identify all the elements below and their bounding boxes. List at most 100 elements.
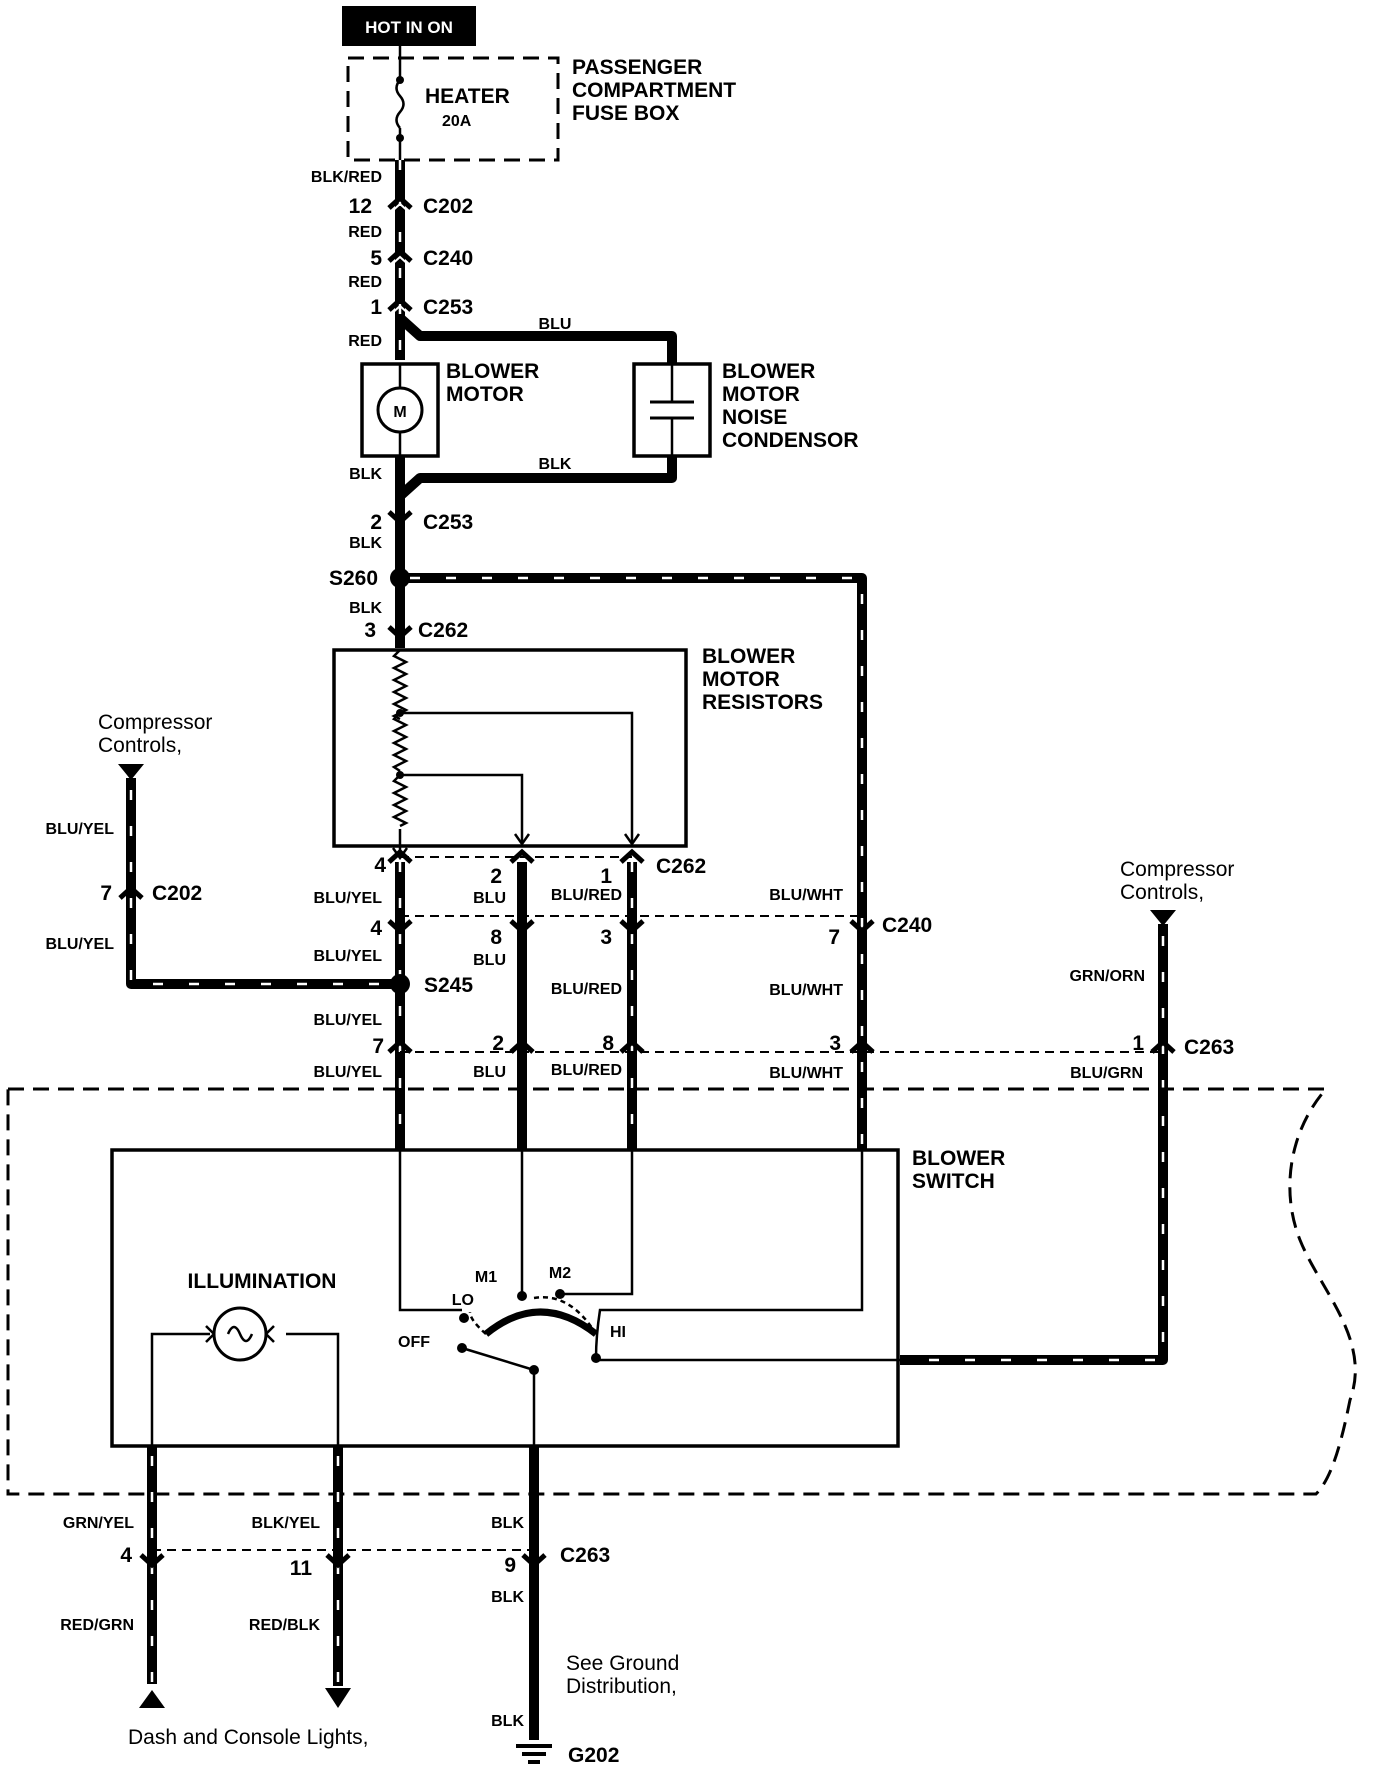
pin-c263-11: 11: [290, 1557, 313, 1580]
blower-motor-resistors-box: [332, 648, 688, 848]
pin-c263-3: 3: [829, 1032, 841, 1055]
wire-label-blu-red-1: BLU/RED: [551, 887, 622, 904]
fuse-name: HEATER: [425, 85, 510, 108]
blower-switch-box: [110, 1148, 900, 1448]
pin-c263-9: 9: [504, 1554, 516, 1577]
arrow-down-icon: [1150, 910, 1176, 926]
wire-label-grn-yel: GRN/YEL: [63, 1515, 134, 1532]
resistor-network-icon: [391, 649, 641, 861]
wire-label-blk-3: BLK: [349, 600, 382, 617]
connector-label-c253-out: C253: [423, 511, 473, 534]
wire-grn-orn-right: [900, 924, 1168, 1365]
wire-label-blu-yel-left-1: BLU/YEL: [46, 821, 115, 838]
connector-label-c240-lower: C240: [882, 914, 932, 937]
connector-label-c263-upper: C263: [1184, 1036, 1234, 1059]
blower-switch-label-1: BLOWER: [912, 1147, 1005, 1170]
pin-c262-1: 1: [600, 865, 612, 888]
connector-c263-lower: [139, 1553, 547, 1569]
pin-c240-8: 8: [490, 926, 502, 949]
ground-label-g202: G202: [568, 1744, 619, 1767]
fuse-box-outline: [346, 56, 560, 162]
resistors-label-1: BLOWER: [702, 645, 795, 668]
wire-label-blk-red: BLK/RED: [311, 169, 382, 186]
connector-c262-in: [387, 625, 413, 641]
switch-position-lo: LO: [452, 1292, 474, 1309]
switch-position-off: OFF: [398, 1334, 430, 1351]
fuse-box-name-line3: FUSE BOX: [572, 102, 679, 125]
pin-c202-7: 7: [100, 882, 112, 905]
pin-c202-12: 12: [349, 195, 372, 218]
connector-c253-in: [387, 296, 413, 317]
connector-c262-out: [387, 848, 645, 864]
pin-c263-8: 8: [602, 1032, 614, 1055]
wire-label-blu-3: BLU: [473, 1064, 506, 1081]
connector-label-c253-in: C253: [423, 296, 473, 319]
condensor-label-1: BLOWER: [722, 360, 815, 383]
splice-label-s260: S260: [329, 567, 378, 590]
pin-c263-1: 1: [1132, 1032, 1144, 1055]
blower-motor-label-2: MOTOR: [446, 383, 524, 406]
illumination-label: ILLUMINATION: [188, 1270, 337, 1293]
blower-motor-label-1: BLOWER: [446, 360, 539, 383]
wire-label-red-2: RED: [348, 274, 382, 291]
pin-c263-7: 7: [372, 1035, 384, 1058]
wire-label-blu-wht-2: BLU/WHT: [769, 982, 843, 999]
connector-c202-top: [387, 194, 413, 215]
switch-contacts: [457, 1289, 601, 1375]
wire-label-blk-yel: BLK/YEL: [252, 1515, 321, 1532]
switch-position-m1: M1: [475, 1269, 497, 1286]
connector-c240-lower: [387, 919, 875, 935]
wire-label-blu-yel-left-2: BLU/YEL: [46, 936, 115, 953]
bulb-icon: [150, 1306, 340, 1446]
wire-label-blk-bottom-3: BLK: [491, 1713, 524, 1730]
resistors-label-3: RESISTORS: [702, 691, 823, 714]
heater-fuse: [395, 46, 405, 160]
arrow-down-icon: [118, 764, 144, 780]
wire-label-blu-red-3: BLU/RED: [551, 1062, 622, 1079]
connector-c263-upper: [387, 1038, 1176, 1054]
compressor-note-right-2: Controls,: [1120, 881, 1204, 904]
motor-symbol: M: [393, 404, 406, 421]
condensor-label-3: NOISE: [722, 406, 787, 429]
pin-c262-4: 4: [374, 854, 386, 877]
wire-blu-condensor: [396, 314, 677, 368]
wire-label-grn-orn: GRN/ORN: [1069, 968, 1145, 985]
condensor-label-4: CONDENSOR: [722, 429, 859, 452]
power-source-text: HOT IN ON: [365, 18, 453, 37]
wire-label-blu-wht-3: BLU/WHT: [769, 1065, 843, 1082]
connector-c253-out: [387, 510, 413, 526]
resistors-label-2: MOTOR: [702, 668, 780, 691]
compressor-controls-left: Compressor Controls,: [98, 711, 212, 780]
ground-icon: [516, 1744, 552, 1764]
wire-label-blk-motor: BLK: [349, 466, 382, 483]
compressor-controls-right: Compressor Controls,: [1120, 858, 1234, 926]
wire-label-blu-yel-1: BLU/YEL: [314, 890, 383, 907]
pin-c253-1: 1: [370, 296, 382, 319]
wire-blk-condensor: [396, 456, 677, 500]
blower-switch-label-2: SWITCH: [912, 1170, 995, 1193]
connector-label-c262-out: C262: [656, 855, 706, 878]
pin-c262-3: 3: [364, 619, 376, 642]
wire-label-red-grn: RED/GRN: [60, 1617, 134, 1634]
arrow-up-icon: [139, 1690, 165, 1708]
fuse-rating: 20A: [442, 113, 472, 130]
compressor-note-left-1: Compressor: [98, 711, 212, 734]
wire-blu-yel-left: [126, 778, 400, 989]
wire-label-blk-bottom-2: BLK: [491, 1589, 524, 1606]
connector-label-c202-left: C202: [152, 882, 202, 905]
wire-blu-wht: [400, 573, 867, 1158]
wire-label-red-blk: RED/BLK: [249, 1617, 321, 1634]
pin-c240-3: 3: [600, 926, 612, 949]
connector-label-c263-lower: C263: [560, 1544, 610, 1567]
compressor-note-right-1: Compressor: [1120, 858, 1234, 881]
wire-label-blu-yel-2: BLU/YEL: [314, 948, 383, 965]
wire-label-red-3: RED: [348, 333, 382, 350]
pin-c240-4: 4: [370, 917, 382, 940]
wire-label-blk-2: BLK: [349, 535, 382, 552]
pin-c253-2: 2: [370, 511, 382, 534]
connector-label-c240-top: C240: [423, 247, 473, 270]
pin-c240-7: 7: [828, 926, 840, 949]
motor-icon: M: [376, 364, 424, 456]
switch-internal-wiring: [398, 1150, 900, 1446]
switch-position-m2: M2: [549, 1265, 571, 1282]
